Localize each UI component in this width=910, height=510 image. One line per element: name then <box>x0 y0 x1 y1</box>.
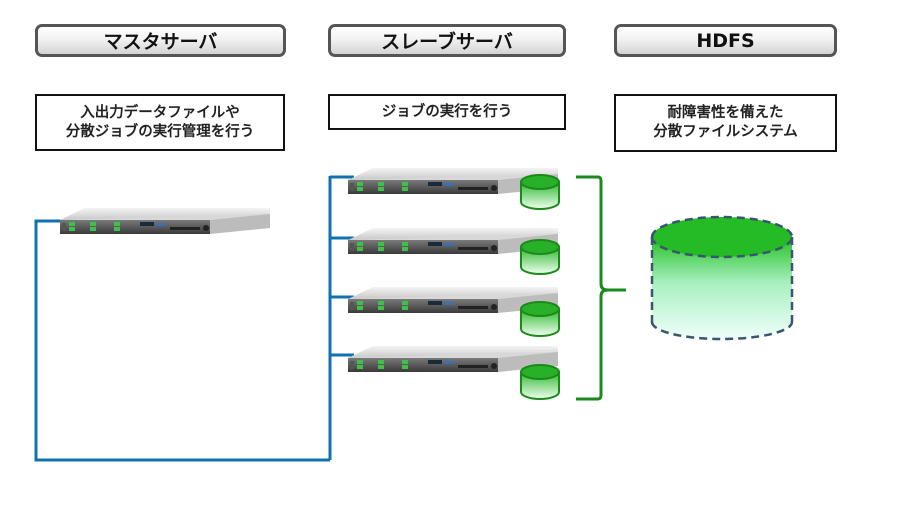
network-line-master <box>34 219 330 462</box>
disk-icon-3 <box>520 301 560 337</box>
hdfs-description-line-1: 耐障害性を備えた <box>667 105 784 122</box>
master-server-icon <box>60 208 270 234</box>
brace-icon <box>576 175 626 401</box>
disk-icon-1 <box>520 174 560 210</box>
master-description-line-1: 入出力データファイルや <box>80 104 240 121</box>
disk-icon-4 <box>520 364 560 400</box>
slave-server-description: ジョブの実行を行う <box>328 94 566 130</box>
master-description-line-2: 分散ジョブの実行管理を行う <box>65 123 255 140</box>
disk-icon-2 <box>520 239 560 275</box>
hdfs-description: 耐障害性を備えた 分散ファイルシステム <box>614 94 837 152</box>
hdfs-title: HDFS <box>696 29 755 52</box>
master-server-title: マスタサーバ <box>103 31 218 53</box>
hdfs-description-line-2: 分散ファイルシステム <box>653 124 798 140</box>
hdfs-header: HDFS <box>614 24 837 57</box>
hdfs-storage-icon <box>650 215 794 341</box>
slave-server-title: スレーブサーバ <box>381 31 513 53</box>
master-server-description: 入出力データファイルや 分散ジョブの実行管理を行う <box>35 94 285 151</box>
slave-server-header: スレーブサーバ <box>328 24 566 57</box>
slave-description-line-1: ジョブの実行を行う <box>381 103 513 120</box>
master-server-header: マスタサーバ <box>35 24 286 57</box>
